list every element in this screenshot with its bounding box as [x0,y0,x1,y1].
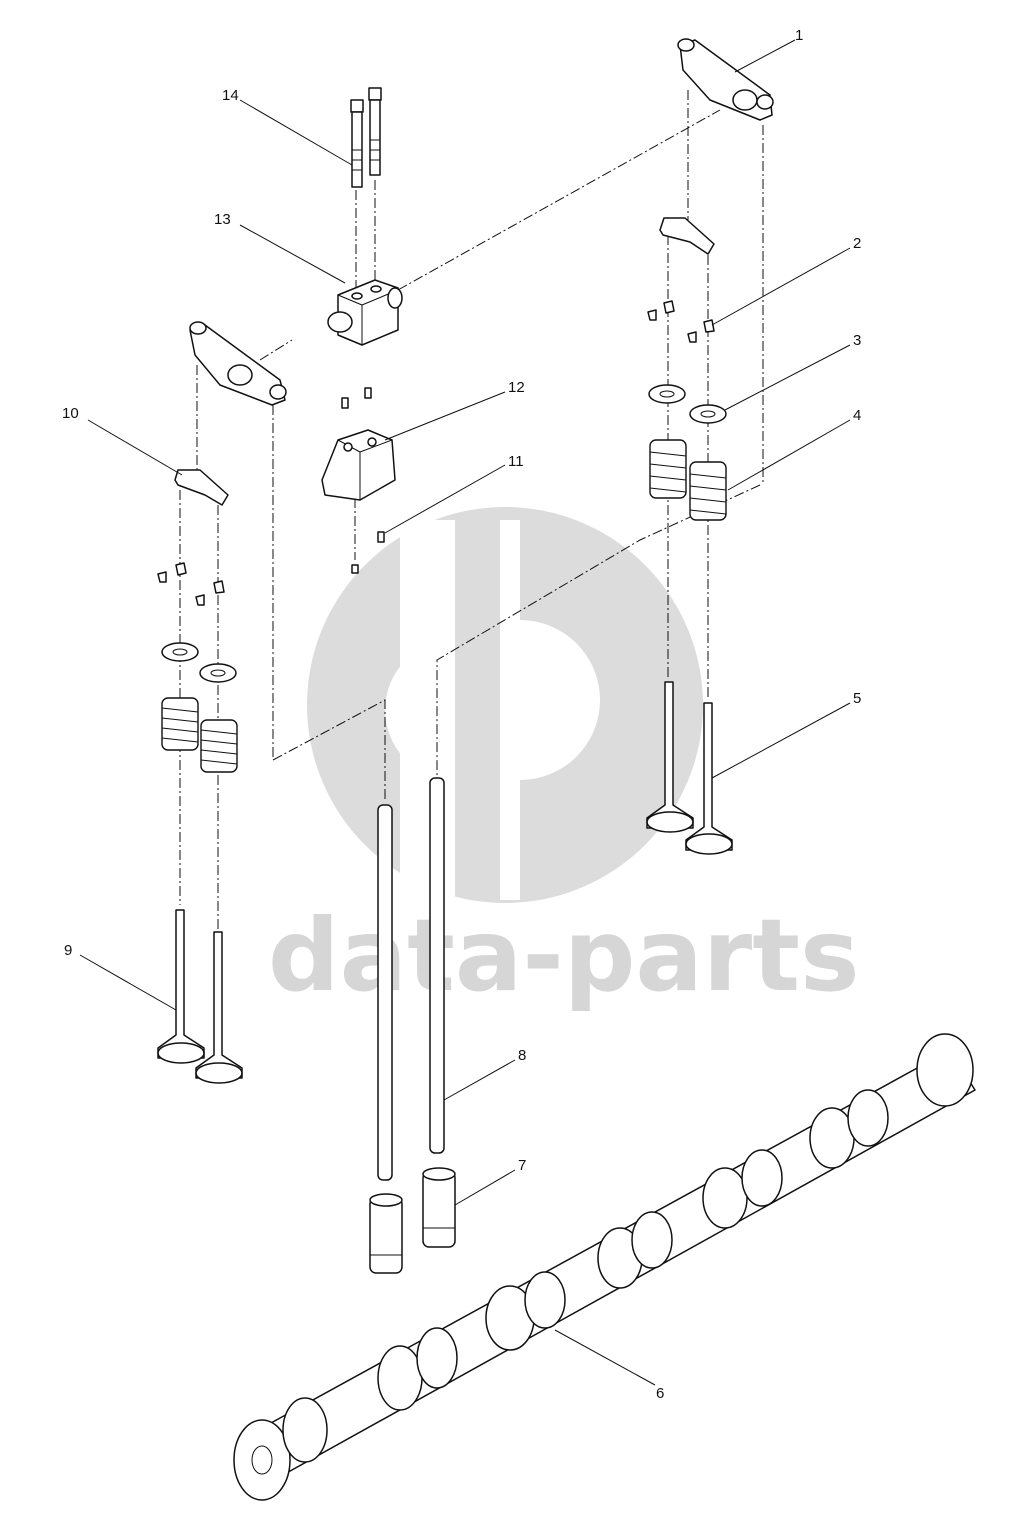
callout-7: 7 [518,1157,526,1174]
callout-4: 4 [853,407,861,424]
valve-bridge-left [174,469,229,506]
pin [377,531,385,543]
callout-9: 9 [64,942,72,959]
rocker-arm-left [189,321,287,406]
spring-retainers [161,384,727,683]
callout-labels: 1 2 3 4 5 6 7 8 9 10 11 12 13 14 [62,27,861,1402]
callout-3: 3 [853,332,861,349]
valve-springs [161,439,727,773]
valve-bridge-right [659,217,715,255]
callout-13: 13 [214,211,231,228]
push-rods [377,777,445,1181]
bolts [350,87,382,188]
watermark-text: data-parts [268,897,860,1014]
callout-10: 10 [62,405,79,422]
callout-12: 12 [508,379,525,396]
callout-8: 8 [518,1047,526,1064]
callout-14: 14 [222,87,239,104]
rocker-bracket [327,279,403,346]
callout-11: 11 [508,453,524,470]
valves [157,681,733,1084]
camshaft [233,1033,976,1501]
bracket-base [321,387,396,574]
leader-lines [79,39,851,1386]
rocker-arm-right [677,38,774,121]
callout-6: 6 [656,1385,664,1402]
callout-1: 1 [795,27,803,44]
watermark-logo [307,507,703,903]
valve-keepers [157,300,715,606]
callout-2: 2 [853,235,861,252]
tappets [369,1167,456,1274]
callout-5: 5 [853,690,861,707]
